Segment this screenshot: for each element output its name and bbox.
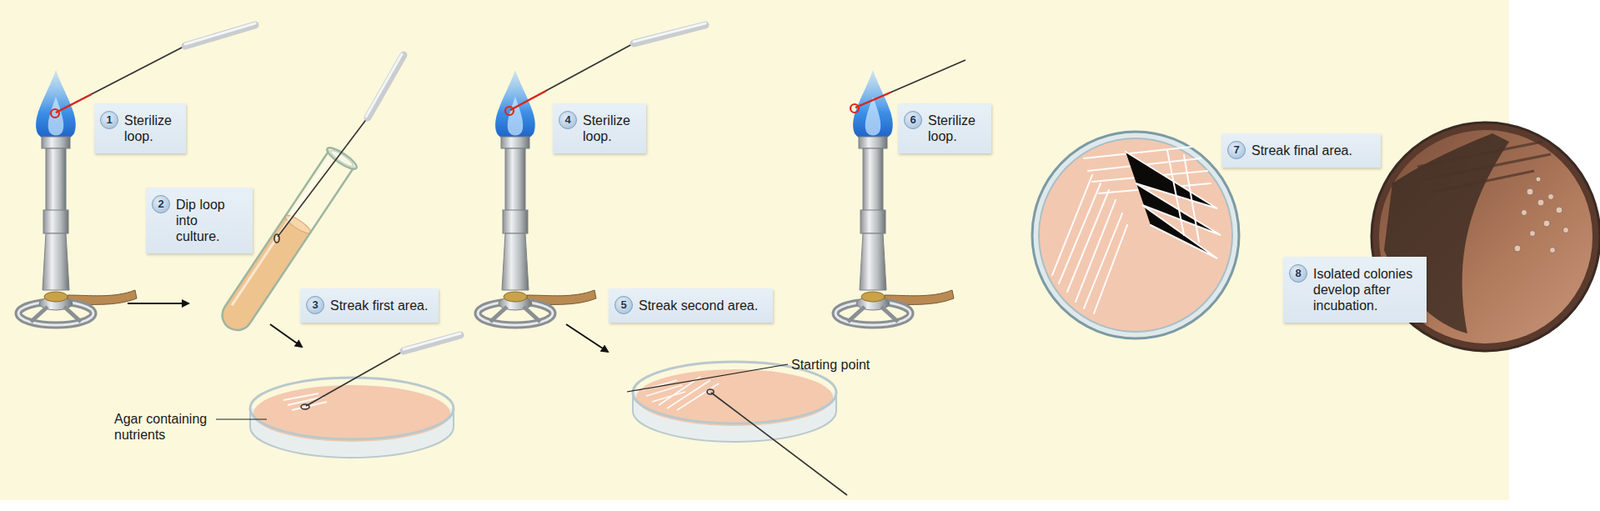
step-text: Streak first area. [330, 297, 431, 314]
part-label: Agar containing nutrients [114, 411, 216, 443]
callout-number: 1 [100, 110, 119, 130]
callout-number: 4 [558, 110, 577, 130]
step-box: 5 Streak second area. [608, 288, 773, 323]
step-text: Streak final area. [1251, 142, 1373, 159]
step-text: Sterilize loop. [927, 112, 984, 145]
step-box: 6Sterilize loop. [897, 103, 992, 154]
step-text: Dip loop into culture. [175, 196, 245, 245]
callout-number: 8 [1289, 264, 1308, 283]
callout-number: 3 [305, 295, 325, 315]
part-label: Starting point [791, 356, 917, 373]
step-text: Isolated colonies develop after incubati… [1313, 265, 1419, 314]
step-box: 7 Streak final area. [1221, 133, 1381, 168]
step-text: Sterilize loop. [124, 112, 178, 145]
step-text: Sterilize loop. [582, 112, 638, 145]
step-box: 3 Streak first area. [300, 288, 439, 323]
callout-number: 7 [1227, 140, 1246, 160]
step-box: 2Dip loop into culture. [145, 187, 253, 254]
callout-number: 5 [614, 295, 633, 315]
step-box: 8 Isolated colonies develop after incubat… [1283, 256, 1427, 323]
callout-number: 6 [903, 110, 923, 130]
step-text: Streak second area. [638, 297, 765, 314]
step-box: 4Sterilize loop. [552, 103, 647, 154]
step-box: 1Sterilize loop. [94, 103, 186, 154]
callout-number: 2 [151, 195, 171, 214]
